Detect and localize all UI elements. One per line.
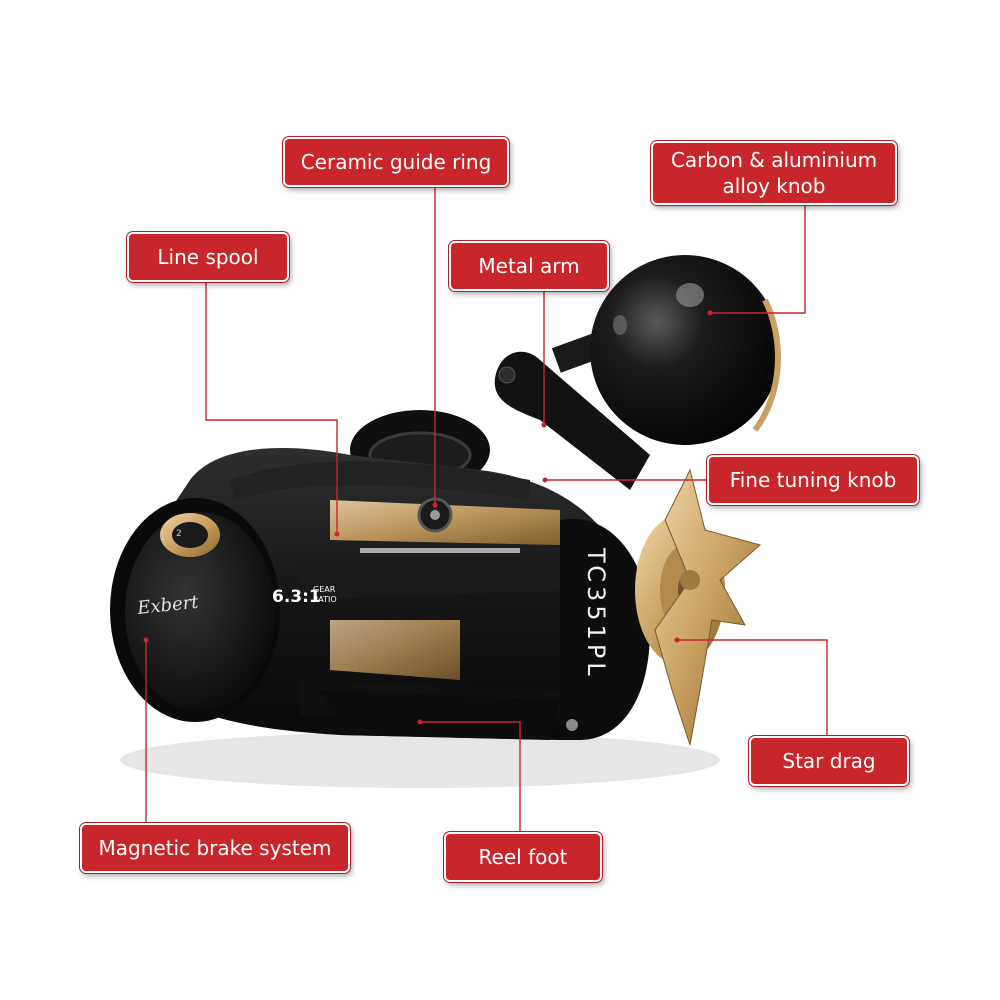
callout-star-drag: Star drag [749, 736, 909, 786]
arm-screw [498, 366, 516, 384]
leader-dots [143, 310, 713, 725]
callout-label: Metal arm [478, 254, 580, 278]
callout-label-line2: alloy knob [722, 174, 826, 198]
knob-gold-ring [752, 298, 781, 432]
leader-carbon [710, 205, 806, 314]
carbon-aluminium-knob [590, 255, 780, 445]
callout-label: Star drag [782, 749, 876, 773]
leader-spool [205, 282, 338, 534]
callout-ceramic-guide-ring: Ceramic guide ring [283, 137, 509, 187]
callout-magnetic-brake-system: Magnetic brake system [80, 823, 350, 873]
reel-shadow [120, 732, 720, 788]
gear-ratio-number: 6.3:1 [272, 587, 321, 607]
callout-reel-foot: Reel foot [444, 832, 602, 882]
callout-label: Fine tuning knob [729, 468, 897, 492]
frame-mid-bar [300, 560, 580, 600]
gear-side-plate [560, 518, 650, 740]
guide-rod [360, 548, 520, 553]
callout-fine-tuning-knob: Fine tuning knob [707, 455, 919, 505]
gear-ratio-label-2: RATIO [313, 595, 337, 604]
frame-top-bar [230, 461, 530, 500]
gear-ratio-label-1: GEAR [313, 585, 336, 594]
callout-label-line1: Carbon & aluminium [670, 148, 878, 172]
brake-dial-1: 1 [160, 533, 166, 543]
leader-lines [145, 187, 828, 832]
knob-stem [551, 332, 604, 373]
side-plate [125, 512, 275, 712]
leader-star [677, 639, 828, 736]
gold-lower-inner [330, 620, 460, 680]
brake-dial-2: 2 [176, 529, 182, 539]
callout-label: Magnetic brake system [98, 836, 332, 860]
magnetic-brake-dial-cap [172, 522, 208, 548]
callout-carbon-knob: Carbon & aluminium alloy knob [651, 141, 897, 205]
foot-screw [566, 719, 578, 731]
callout-label: Ceramic guide ring [300, 150, 492, 174]
metal-arm [494, 351, 650, 490]
knob-highlight-2 [613, 315, 627, 335]
star-drag [654, 468, 762, 746]
callout-label: Line spool [157, 245, 259, 269]
leader-foot [420, 721, 521, 832]
star-drag-center [680, 570, 700, 590]
callout-label: Reel foot [478, 845, 568, 869]
ceramic-guide-ring-center [430, 510, 440, 520]
model-text: TC351PL [582, 547, 610, 680]
reel-foot [320, 690, 560, 740]
callout-line-spool: Line spool [127, 232, 289, 282]
knob-highlight [676, 283, 704, 307]
callout-metal-arm: Metal arm [449, 241, 609, 291]
